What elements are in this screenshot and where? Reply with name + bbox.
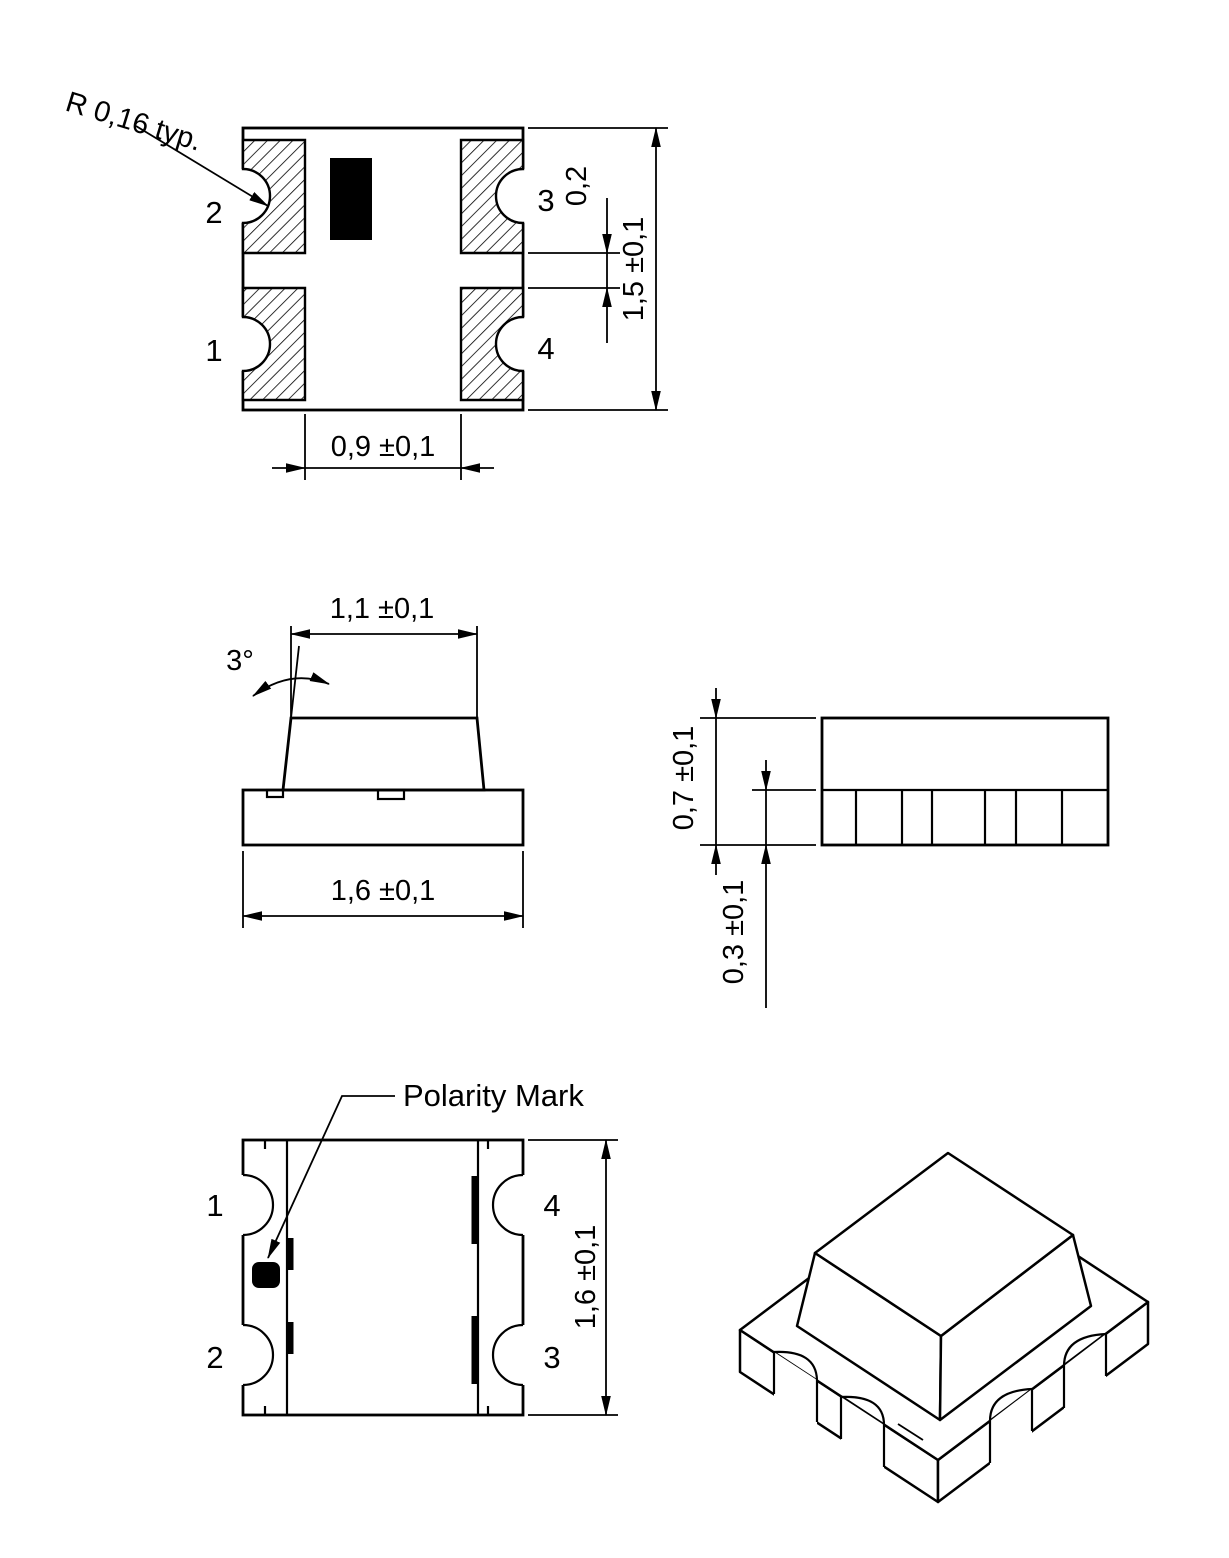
- polarity-label: Polarity Mark: [403, 1078, 584, 1113]
- dim-bottom-height: 1,6 ±0,1: [528, 1139, 618, 1416]
- dim-lens-top-width: 1,1 ±0,1: [290, 593, 478, 718]
- castellation-notch: [491, 1323, 524, 1387]
- angle-reference-line: [290, 645, 300, 719]
- pin-label-4: 4: [537, 331, 554, 366]
- package-outline-bottom: [241, 1138, 525, 1417]
- pin-label-4: 4: [543, 1188, 560, 1223]
- dim-total-height: 0,7 ±0,1: [668, 688, 816, 875]
- pad-gap-text: 0,2: [561, 166, 593, 206]
- pin-label-1: 1: [206, 1188, 223, 1223]
- pad-2-hatched: [241, 138, 307, 255]
- notch-cover: [240, 317, 246, 371]
- pad-3-hatched: [459, 138, 525, 255]
- notch-cover: [520, 1175, 526, 1235]
- dim-base-width: 1,6 ±0,1: [242, 851, 524, 928]
- dim-pad-gap: 0,2: [528, 166, 620, 343]
- dim-pad-span: 0,9 ±0,1: [272, 414, 494, 480]
- body-height-text: 1,5 ±0,1: [618, 217, 650, 322]
- pin-label-2: 2: [205, 195, 222, 230]
- notch-cover: [240, 1175, 246, 1235]
- pin-label-1: 1: [205, 333, 222, 368]
- dim-standoff: 0,3 ±0,1: [718, 760, 816, 1008]
- angle-arc: [252, 672, 330, 697]
- base-notch-detail: [376, 788, 406, 801]
- iso-notch-cut: [841, 1397, 884, 1471]
- iso-notch-opening: [988, 1387, 1033, 1422]
- radius-note-text: R 0,16 typ.: [62, 86, 205, 158]
- isometric-view: [738, 1151, 1150, 1504]
- notch-cover: [520, 1325, 526, 1385]
- polarity-mark-bottom: [252, 1262, 280, 1288]
- iso-notch-cut: [1064, 1334, 1106, 1412]
- castellation-notch: [242, 1323, 275, 1387]
- polarity-mark-top: [330, 158, 372, 240]
- iso-notch: [839, 1395, 886, 1471]
- front-view: 1,1 ±0,1 3° 1,6 ±0,1: [226, 593, 525, 928]
- lens-top-width-text: 1,1 ±0,1: [330, 593, 435, 625]
- iso-notch-opening: [840, 1395, 886, 1426]
- pad-4-hatched: [459, 286, 525, 402]
- total-height-text: 0,7 ±0,1: [668, 726, 700, 831]
- iso-notch: [988, 1387, 1034, 1467]
- package-outline-side: [820, 716, 1110, 847]
- polarity-callout: Polarity Mark: [267, 1078, 584, 1259]
- polarity-leader-line: [267, 1095, 395, 1259]
- pin-label-3: 3: [537, 183, 554, 218]
- iso-lens-top-face: [813, 1151, 1075, 1338]
- iso-notch-cut: [774, 1352, 817, 1426]
- iso-notch-cut: [990, 1389, 1032, 1467]
- base-notch-detail: [265, 788, 285, 799]
- dim-body-height: 1,5 ±0,1: [528, 127, 668, 411]
- dim-draft-angle: 3°: [226, 645, 330, 719]
- side-view: 0,7 ±0,1 0,3 ±0,1: [668, 688, 1110, 1008]
- notch-cover: [520, 169, 526, 223]
- castellation-notch: [491, 1173, 524, 1237]
- lens-body: [281, 716, 486, 792]
- iso-notch-opening: [1062, 1332, 1107, 1367]
- bottom-view: Polarity Mark 1 2 4 3 1,6 ±0,1: [206, 1078, 618, 1417]
- pin-label-2: 2: [206, 1340, 223, 1375]
- iso-notch: [1062, 1332, 1108, 1412]
- top-view: 2 1 3 4 R 0,16 typ. 0,2 1,5 ±0,1: [62, 86, 668, 480]
- package-outline-top: [241, 126, 525, 412]
- notch-cover: [520, 317, 526, 371]
- pin-label-3: 3: [543, 1340, 560, 1375]
- castellation-notch: [242, 1173, 275, 1237]
- radius-leader-line: [135, 125, 269, 207]
- dim-radius-note: R 0,16 typ.: [62, 86, 269, 207]
- notch-cover: [240, 1325, 246, 1385]
- iso-pad-edge: [897, 1423, 924, 1441]
- pad-1-hatched: [241, 286, 307, 402]
- draft-angle-text: 3°: [226, 645, 254, 677]
- pad-span-text: 0,9 ±0,1: [331, 431, 436, 463]
- base-width-text: 1,6 ±0,1: [331, 875, 436, 907]
- notch-cover: [240, 169, 246, 223]
- standoff-text: 0,3 ±0,1: [718, 880, 750, 985]
- iso-notch: [772, 1350, 819, 1426]
- bottom-height-text: 1,6 ±0,1: [570, 1225, 602, 1330]
- iso-notch-opening: [773, 1350, 819, 1381]
